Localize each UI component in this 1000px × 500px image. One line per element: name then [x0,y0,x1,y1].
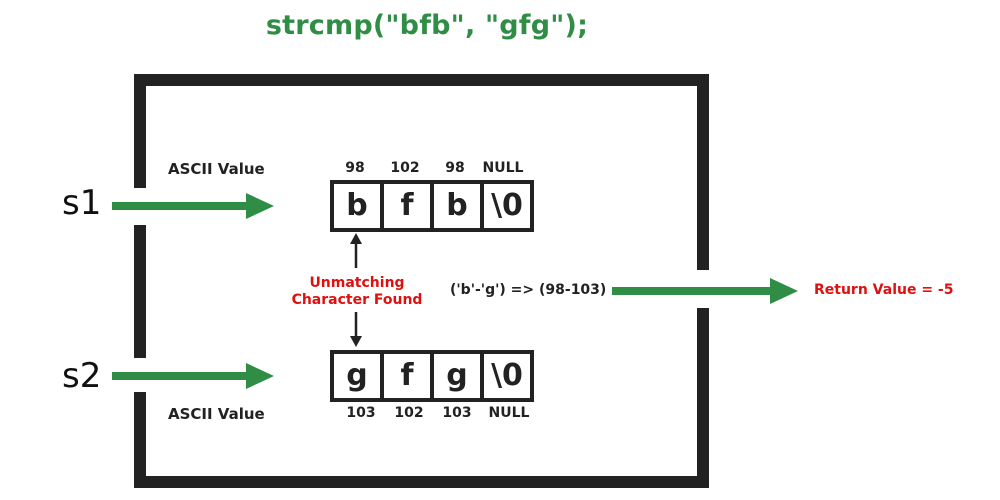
s1-ascii-value: NULL [482,160,524,176]
mismatch-annotation-line: Character Found [291,292,423,308]
mismatch-up-arrowhead [350,233,362,244]
mismatch-down-arrowhead [350,336,362,347]
s2-char-cell: \0 [484,350,534,402]
s2-char-cell: g [334,350,384,402]
s2-ascii-value: NULL [488,405,530,421]
s1-input-arrowhead [246,193,274,219]
s1-label: s1 [62,183,102,223]
s2-input-arrowhead [246,363,274,389]
s1-char-cell: b [434,180,484,232]
function-box-frame-bottom [134,308,709,488]
function-box-frame [134,74,709,270]
s1-ascii-value: 102 [390,160,420,176]
difference-calculation: ('b'-'g') => (98-103) [450,282,607,298]
s1-char-cell: \0 [484,180,534,232]
s1-ascii-caption: ASCII Value [168,160,265,178]
return-output-arrowhead [770,278,798,304]
s2-char-cell: g [434,350,484,402]
s2-char-cell: f [384,350,434,402]
page-title: strcmp("bfb", "gfg"); [265,10,589,41]
s1-ascii-value: 98 [345,160,365,176]
s2-ascii-value: 102 [394,405,424,421]
s2-ascii-value: 103 [442,405,472,421]
s2-label: s2 [62,356,102,396]
s1-char-array: b f b \0 [330,180,534,232]
s1-ascii-value: 98 [445,160,465,176]
mismatch-annotation-line: Unmatching [309,275,405,291]
s1-char-cell: f [384,180,434,232]
mismatch-annotation: Unmatching Character Found [280,275,434,309]
s1-char-cell: b [334,180,384,232]
s2-ascii-caption: ASCII Value [168,405,265,423]
return-value-label: Return Value = -5 [814,282,954,298]
s2-ascii-value: 103 [346,405,376,421]
s2-char-array: g f g \0 [330,350,534,402]
